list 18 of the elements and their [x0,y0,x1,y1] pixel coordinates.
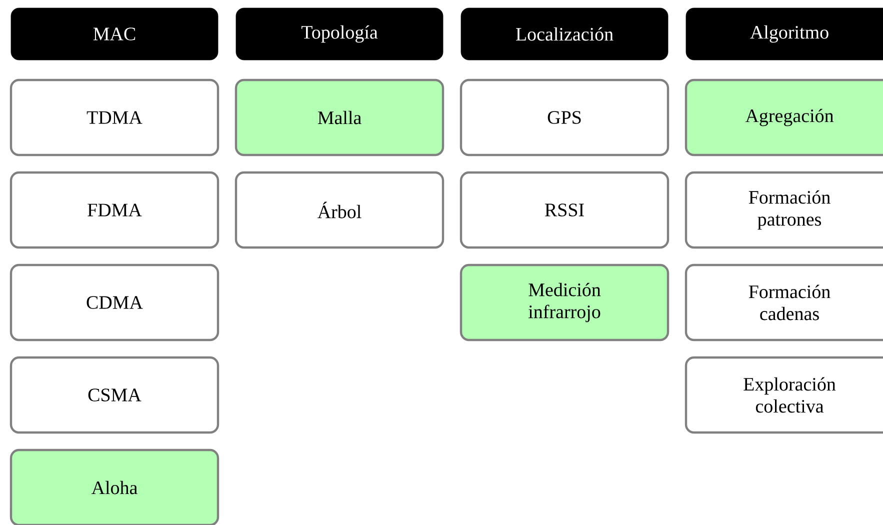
category-box: FDMA [10,171,220,249]
category-box: Agregación [684,78,883,156]
category-box: CSMA [10,356,220,434]
column-header: Topología [236,8,444,60]
category-box: Árbol [234,171,444,249]
category-box: RSSI [460,171,670,249]
category-box: GPS [460,78,670,156]
category-box: Malla [234,78,444,156]
category-box: CDMA [10,264,220,342]
category-box: Medición infrarrojo [460,264,670,342]
category-box: Formación cadenas [684,264,883,342]
column-header: Localización [460,8,668,60]
category-box: Aloha [10,448,220,525]
column-header: Algoritmo [686,8,883,60]
column-header: MAC [10,8,218,60]
category-box: Exploración colectiva [684,356,883,434]
category-box: Formación patrones [684,171,883,249]
category-box: TDMA [10,78,220,156]
